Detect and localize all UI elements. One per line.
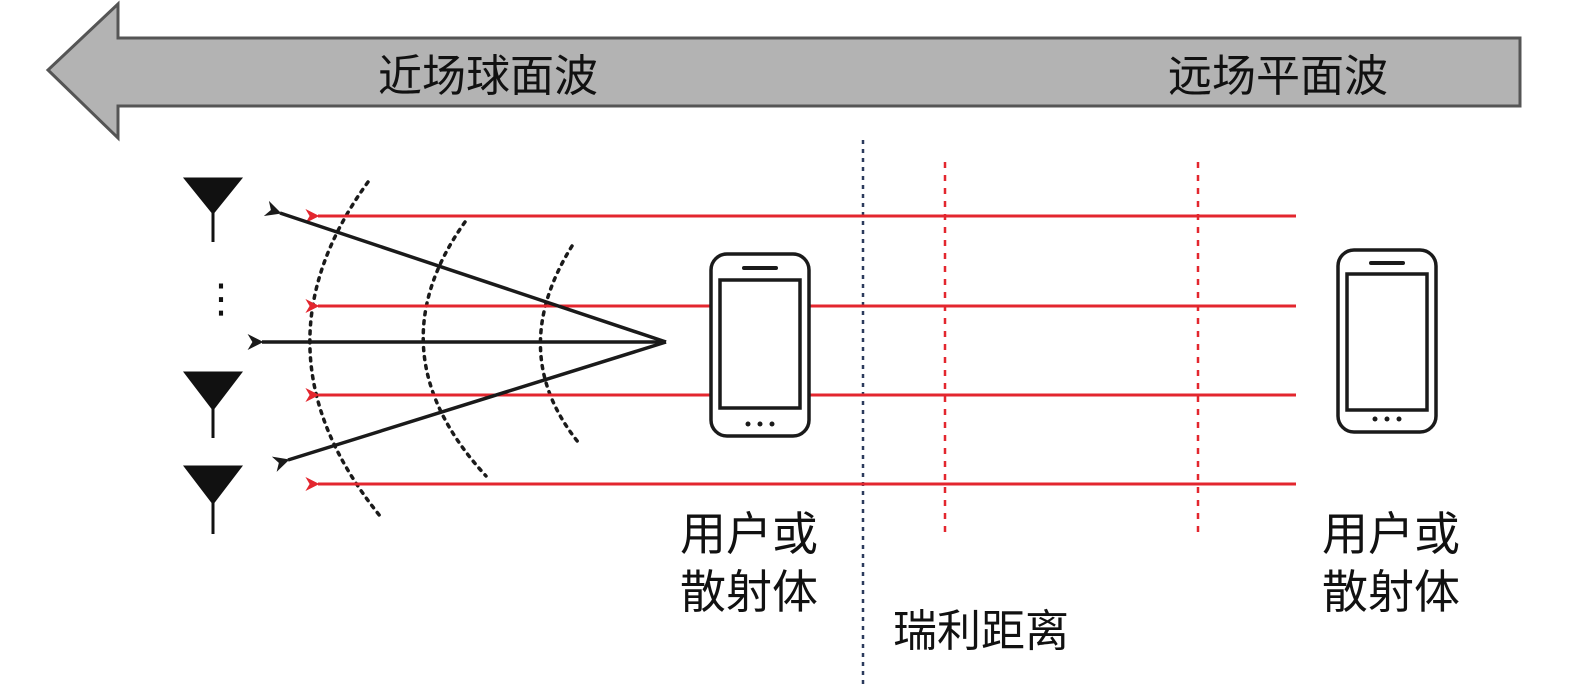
near-user-label-line1: 用户或: [680, 507, 818, 561]
field-banner-arrow: 近场球面波 远场平面波: [45, 0, 1522, 142]
spherical-wavefront-inner: [538, 244, 580, 444]
antenna-2: [182, 371, 244, 438]
far-user-label-line2: 散射体: [1322, 565, 1460, 619]
antenna-icon: [182, 177, 244, 215]
antenna-array: ⋮: [182, 177, 244, 534]
spherical-wavefront-middle: [421, 220, 488, 478]
spherical-wave-ray-bottom: [271, 340, 667, 472]
antenna-icon: [182, 371, 244, 411]
antenna-1: [182, 177, 244, 242]
spherical-wave-rays: [247, 200, 667, 472]
near-user-label-line2: 散射体: [680, 565, 818, 619]
spherical-wavefront-outer: [308, 180, 382, 518]
near-field-label: 近场球面波: [378, 51, 598, 102]
far-user-phone-icon: [1336, 248, 1438, 434]
far-field-label: 远场平面波: [1168, 51, 1388, 102]
near-user-phone-icon: [709, 252, 811, 438]
spherical-wave-ray-top: [263, 200, 667, 344]
antenna-icon: [182, 465, 244, 505]
antenna-3: [182, 465, 244, 534]
banner-arrow-shape: [45, 0, 1522, 142]
far-user-label-line1: 用户或: [1322, 507, 1460, 561]
antenna-ellipsis: ⋮: [201, 276, 241, 322]
rayleigh-distance-label: 瑞利距离: [893, 606, 1069, 657]
spherical-wavefronts: [308, 180, 580, 518]
